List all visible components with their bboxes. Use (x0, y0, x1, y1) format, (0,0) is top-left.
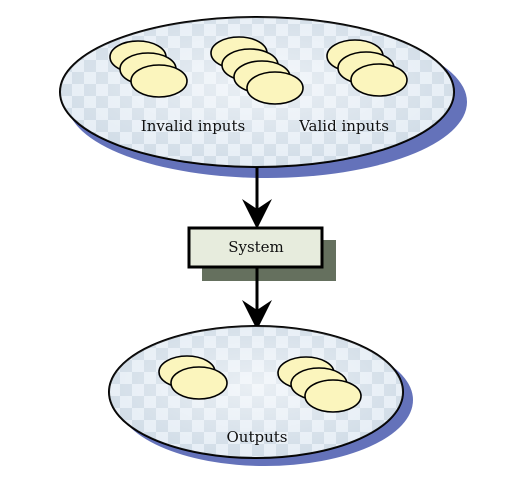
system-box-rect (187, 226, 324, 269)
input-set: Invalid inputs Valid inputs (59, 16, 467, 178)
output-token (304, 379, 362, 413)
output-set: Outputs (108, 325, 413, 466)
output-token (170, 366, 228, 400)
outputs-group-right (277, 356, 362, 413)
valid-inputs-group-left (210, 36, 304, 105)
outputs-group-left (158, 355, 228, 400)
valid-input-token (350, 63, 408, 97)
system-box: System (187, 226, 336, 281)
valid-inputs-group-right (326, 39, 408, 97)
valid-inputs-label: Valid inputs (298, 117, 389, 135)
invalid-inputs-group (109, 40, 188, 98)
outputs-label: Outputs (227, 428, 288, 446)
invalid-inputs-label: Invalid inputs (141, 117, 245, 135)
system-label: System (228, 238, 284, 256)
valid-input-token (246, 71, 304, 105)
invalid-input-token (130, 64, 188, 98)
